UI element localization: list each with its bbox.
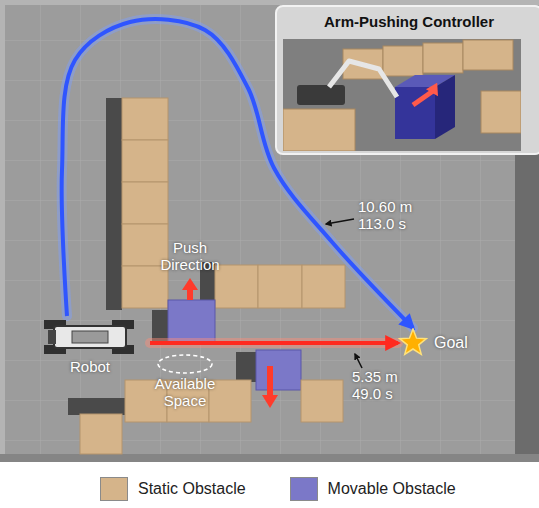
available-space-ellipse: [158, 355, 212, 373]
robot-node: Robot: [30, 316, 150, 375]
goal-node: Goal: [398, 328, 468, 358]
goal-star: [398, 328, 428, 358]
floor-label: Push Direction: [150, 240, 230, 273]
floor-label: 49.0 s: [352, 386, 393, 403]
legend-item: Static Obstacle: [100, 477, 246, 501]
robot-icon: [42, 316, 138, 358]
connector-glow: [150, 338, 398, 348]
obstacle-shadow: [106, 98, 122, 310]
node-label: Robot: [30, 358, 150, 375]
robot-body: [54, 326, 126, 348]
static-obstacle: [122, 140, 168, 182]
floor: [0, 0, 539, 462]
node-label: Goal: [434, 334, 468, 352]
inset-push-arrow-head: [426, 83, 443, 100]
static-obstacle: [258, 265, 302, 308]
inset-push-arrow: [413, 91, 433, 105]
legend-item: Movable Obstacle: [290, 477, 456, 501]
floor-label: Available Space: [145, 376, 225, 409]
legend-swatch: [290, 477, 318, 501]
static-obstacle: [122, 98, 168, 140]
floor-label: 5.35 m: [352, 369, 398, 386]
movable-obstacle: [168, 300, 215, 342]
star-shape: [400, 329, 427, 354]
legend-text: Static Obstacle: [138, 480, 246, 498]
panel-title: Arm-Pushing Controller: [277, 13, 539, 30]
floor-label: 113.0 s: [358, 216, 406, 233]
static-obstacle: [215, 265, 258, 308]
inset-robot-body: [297, 85, 345, 105]
inset-cube-side: [435, 75, 455, 139]
long-path: [62, 19, 413, 328]
static-obstacle: [122, 182, 168, 224]
static-obstacle: [209, 380, 251, 422]
push-arrow-head: [262, 395, 278, 408]
inset-static-obstacle: [423, 43, 463, 73]
floor-label: 10.60 m: [358, 199, 412, 216]
inset-static-obstacle: [283, 109, 355, 151]
static-obstacle: [301, 380, 343, 422]
connector-glow: [62, 19, 413, 328]
obstacle-shadow: [236, 352, 256, 382]
static-obstacle: [302, 265, 345, 308]
push-arrow: [187, 289, 193, 300]
bottom-wall: [0, 454, 539, 462]
inset-robot-arm: [329, 61, 397, 97]
inset-scene: [283, 39, 521, 151]
inset-static-obstacle: [463, 40, 513, 70]
inset-panel: Arm-Pushing Controller: [275, 5, 539, 155]
obstacle-shadow: [68, 398, 125, 415]
push-arrow-head: [182, 278, 198, 290]
robot-head: [48, 330, 56, 344]
legend-text: Movable Obstacle: [328, 480, 456, 498]
inset-floor: [283, 39, 521, 151]
movable-obstacle: [256, 350, 301, 390]
push-path: [150, 341, 398, 345]
robot-arm-base: [72, 331, 108, 343]
inset-cube-front: [395, 87, 435, 139]
obstacle-shadow: [152, 310, 168, 342]
left-wall: [0, 0, 5, 462]
static-obstacle: [80, 414, 122, 454]
leader-arrow: [355, 354, 362, 368]
leader-arrow: [326, 219, 354, 224]
push-arrow: [267, 366, 273, 396]
inset-static-obstacle: [383, 46, 423, 76]
legend-swatch: [100, 477, 128, 501]
legend: Static Obstacle Movable Obstacle: [100, 477, 456, 501]
inset-static-obstacle: [481, 91, 521, 133]
